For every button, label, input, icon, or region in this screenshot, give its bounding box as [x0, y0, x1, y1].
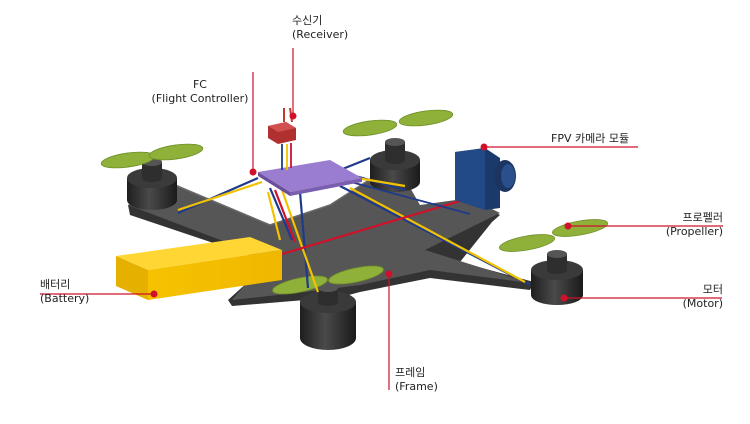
label-propeller-en: (Propeller)	[665, 225, 723, 238]
label-battery-en: (Battery)	[40, 292, 90, 305]
wires	[177, 156, 531, 293]
label-motor: 모터 (Motor)	[660, 283, 723, 311]
battery-pack	[116, 237, 282, 300]
label-receiver-en: (Receiver)	[292, 28, 349, 41]
frame-top	[128, 170, 530, 300]
motor-back-left	[127, 158, 177, 210]
label-fc: FC (Flight Controller)	[150, 78, 250, 106]
leader-lines	[40, 48, 723, 390]
label-battery: 배터리 (Battery)	[40, 278, 89, 306]
label-frame-en: (Frame)	[395, 380, 438, 393]
label-propeller-ko: 프로펠러	[682, 211, 723, 224]
label-receiver: 수신기 (Receiver)	[292, 14, 348, 42]
flight-controller-board	[258, 160, 362, 196]
label-battery-ko: 배터리	[40, 278, 71, 291]
label-motor-en: (Motor)	[682, 297, 723, 310]
propeller-front-right	[498, 219, 609, 252]
label-propeller: 프로펠러 (Propeller)	[640, 211, 723, 239]
label-camera-ko: FPV 카메라 모듈	[551, 132, 630, 145]
label-camera: FPV 카메라 모듈	[551, 132, 629, 146]
motor-front-right	[531, 250, 583, 305]
motor-front-bottom	[300, 284, 356, 350]
leader-dots	[150, 112, 572, 302]
label-frame: 프레임 (Frame)	[395, 366, 438, 394]
fpv-camera-module	[455, 148, 516, 210]
label-fc-ko: FC	[192, 78, 207, 91]
receiver-module	[268, 107, 296, 170]
label-frame-ko: 프레임	[395, 366, 426, 379]
label-motor-ko: 모터	[702, 283, 723, 296]
label-receiver-ko: 수신기	[292, 14, 323, 27]
propeller-back-left	[100, 143, 204, 169]
propeller-back-right	[342, 109, 454, 137]
label-fc-en: (Flight Controller)	[151, 92, 249, 105]
